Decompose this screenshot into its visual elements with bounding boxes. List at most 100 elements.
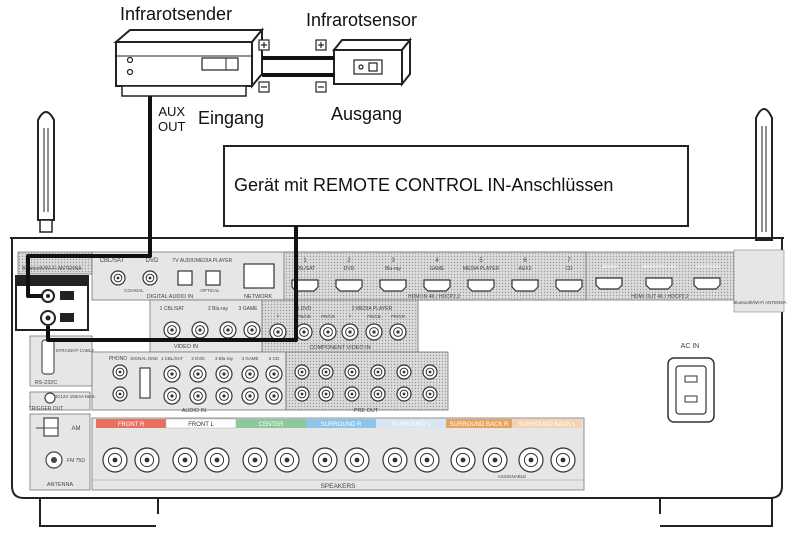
- preout-jack-b-1-pin: [301, 393, 304, 396]
- preout-jack-b-5-pin: [403, 393, 406, 396]
- rs232c-text: RS-232C: [35, 380, 58, 386]
- phono-text: PHONO: [109, 356, 127, 362]
- pre-out-text: PRE OUT: [354, 408, 379, 414]
- right-antenna: [756, 109, 772, 240]
- ir-sensor: [334, 40, 410, 84]
- component-jack-6-pin: [396, 330, 399, 333]
- ac-inlet: [668, 358, 714, 422]
- tv-audio-text: TV AUDIO: [172, 258, 195, 264]
- speaker-group-3: CENTER: [259, 422, 284, 428]
- hdmi-in-port-7: [556, 280, 582, 291]
- video-label-3: 3 GAME: [239, 306, 259, 312]
- preout-jack-a-2-pin: [325, 371, 328, 374]
- preout-jack-a-5-pin: [403, 371, 406, 374]
- component-ch-2: PB/CB: [297, 314, 311, 319]
- audio-jack-r-4-pin: [248, 394, 251, 397]
- video-jack-4-pin: [250, 328, 253, 331]
- speaker-post-b-7-pin: [561, 458, 566, 463]
- rs232c-port: [42, 340, 54, 374]
- bt-antenna-top-text: Bluetooth/Wi-Fi ANTENNA: [22, 266, 82, 272]
- preout-jack-b-4-pin: [377, 393, 380, 396]
- coax-2-pin: [149, 277, 152, 280]
- speaker-post-b-4-pin: [355, 458, 360, 463]
- fm-text: FM 75Ω: [67, 458, 85, 464]
- network-text: NETWORK: [244, 294, 272, 300]
- hdmi-in-text: HDMI IN 4K / HDCP2.2: [408, 294, 460, 300]
- video-jack-3-pin: [226, 328, 229, 331]
- gnd-terminal: [140, 368, 150, 398]
- preout-jack-a-6-pin: [429, 371, 432, 374]
- speaker-group-6: SURROUND BACK R: [450, 422, 509, 428]
- speaker-group-4: SURROUND R: [321, 422, 362, 428]
- hdmi-in-port-5: [468, 280, 494, 291]
- preout-jack-a-3-pin: [351, 371, 354, 374]
- preout-jack-b-6-pin: [429, 393, 432, 396]
- trigger-out-text: TRIGGER OUT: [29, 406, 64, 412]
- hdmi-out-port-2: [646, 278, 672, 289]
- am-text: AM: [72, 426, 81, 432]
- preout-jack-b-3-pin: [351, 393, 354, 396]
- polarity-markers: [259, 40, 326, 92]
- component-ch-5: PB/CB: [367, 314, 381, 319]
- speaker-post-b-6-pin: [493, 458, 498, 463]
- video-jack-1-pin: [170, 328, 173, 331]
- audio-jack-l-5-pin: [272, 372, 275, 375]
- fm-jack: [46, 452, 62, 468]
- audio-jack-l-4-pin: [248, 372, 251, 375]
- trigger-spec-text: DC12V 150mA MAX.: [54, 394, 96, 399]
- signal-gnd-text: SIGNAL GND: [130, 356, 158, 361]
- ac-in-text: AC IN: [681, 343, 700, 350]
- digital-audio-in-text: DIGITAL AUDIO IN: [147, 294, 193, 300]
- hdmi-in-port-2: [336, 280, 362, 291]
- left-antenna: [38, 112, 54, 232]
- component-ch-3: PR/CR: [321, 314, 336, 319]
- audio-label-4: 4 GAME: [241, 356, 258, 361]
- component-video-in-text: COMPONENT VIDEO IN: [309, 345, 370, 351]
- hdmi-monitor-text-2: MONITOR1 ARC: [643, 264, 678, 269]
- speaker-post-b-1-pin: [145, 458, 150, 463]
- optical-1: [178, 271, 192, 285]
- speaker-post-a-3-pin: [253, 458, 258, 463]
- ir-transmitter: [116, 30, 262, 96]
- optical-2: [206, 271, 220, 285]
- component-jack-5-pin: [372, 330, 375, 333]
- hdmi-out-port-1: [596, 278, 622, 289]
- component-ch-6: PR/CR: [391, 314, 406, 319]
- audio-label-1: 1 CBL/SAT: [161, 356, 183, 361]
- hdmi-in-label-6: AUX2: [518, 266, 531, 272]
- assignable-text: ASSIGNABLE: [498, 474, 527, 479]
- video-in-text: VIDEO IN: [174, 344, 198, 350]
- hdmi-in-label-2: DVD: [344, 266, 355, 272]
- speaker-group-5: SURROUND L: [391, 422, 431, 428]
- speaker-post-a-4-pin: [323, 458, 328, 463]
- preout-jack-a-4-pin: [377, 371, 380, 374]
- hdmi-in-port-3: [380, 280, 406, 291]
- component-ch-4: Y: [348, 314, 351, 319]
- audio-jack-l-3-pin: [222, 372, 225, 375]
- hdmi-in-label-3: Blu-ray: [385, 266, 401, 272]
- coaxial-text: COAXIAL: [124, 288, 144, 293]
- audio-jack-l-2-pin: [196, 372, 199, 375]
- antenna-text: ANTENNA: [47, 482, 74, 488]
- audio-label-3: 3 Blu-ray: [215, 356, 234, 361]
- phono-jack-l-pin: [119, 371, 122, 374]
- ir-transmitter-label: Infrarotsender: [120, 4, 232, 25]
- hdmi-monitor-text-3: MONITOR2: [696, 264, 720, 269]
- audio-jack-r-1-pin: [170, 394, 173, 397]
- hdmi-out-text: HDMI OUT 4K / HDCP2.2: [631, 294, 689, 300]
- video-jack-2-pin: [198, 328, 201, 331]
- device-box-label: Gerät mit REMOTE CONTROL IN-Anschlüssen: [234, 175, 613, 196]
- hdmi-in-label-4: GAME: [430, 266, 445, 272]
- aux-out-label: AUX OUT: [158, 104, 185, 134]
- hdmi-in-port-6: [512, 280, 538, 291]
- preout-jack-a-1-pin: [301, 371, 304, 374]
- phono-jack-r-pin: [119, 393, 122, 396]
- speakers-text: SPEAKERS: [320, 483, 356, 490]
- audio-in-text: AUDIO IN: [182, 408, 206, 414]
- coax-1-pin: [117, 277, 120, 280]
- component-ch-1: Y: [276, 314, 279, 319]
- speaker-post-b-3-pin: [285, 458, 290, 463]
- optical-text: OPTICAL: [200, 288, 220, 293]
- dvd-text: DVD: [146, 258, 159, 264]
